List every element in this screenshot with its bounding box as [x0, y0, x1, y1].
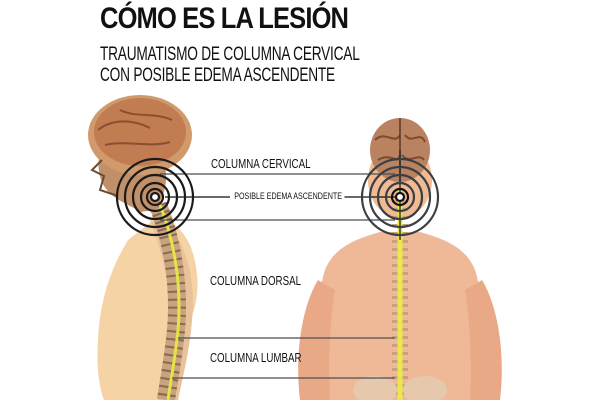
subtitle-line-2: CON POSIBLE EDEMA ASCENDENTE: [100, 65, 335, 86]
leader-lines: [160, 150, 401, 379]
left-figure-lateral: [88, 95, 198, 400]
page-title: CÓMO ES LA LESIÓN: [100, 2, 349, 35]
label-posible-edema: POSIBLE EDEMA ASCENDENTE: [232, 191, 345, 202]
target-rings-left: [115, 157, 195, 237]
label-columna-dorsal: COLUMNA DORSAL: [210, 273, 302, 288]
target-rings-right: [360, 157, 440, 237]
label-columna-cervical: COLUMNA CERVICAL: [211, 156, 311, 171]
label-columna-lumbar: COLUMNA LUMBAR: [210, 350, 302, 365]
subtitle-line-1: TRAUMATISMO DE COLUMNA CERVICAL: [100, 44, 360, 65]
